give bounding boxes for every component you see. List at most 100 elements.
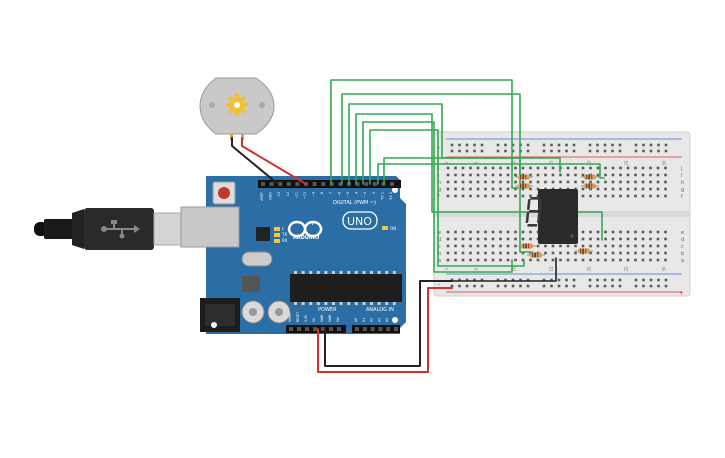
chip-pin <box>301 302 305 305</box>
chip-pin <box>324 271 328 274</box>
breadboard-hole <box>476 251 480 255</box>
breadboard-hole <box>619 258 622 262</box>
header-pin-hole <box>390 182 394 186</box>
breadboard-hole <box>461 173 465 177</box>
breadboard-hole <box>626 258 630 262</box>
usb-icon <box>101 220 140 239</box>
breadboard-hole <box>626 166 630 170</box>
digital-pin-label: 13 <box>277 192 281 196</box>
rail-hole <box>465 143 469 147</box>
wire-segment-g <box>377 163 605 185</box>
resistor-band <box>522 174 524 180</box>
rail-hole <box>649 143 653 147</box>
breadboard-hole <box>641 244 645 248</box>
header-pin-hole <box>394 327 398 331</box>
breadboard-hole <box>514 180 517 184</box>
wire-segment-f <box>369 129 525 267</box>
breadboard-hole <box>454 230 457 234</box>
breadboard-hole <box>559 180 562 184</box>
breadboard-hole <box>484 230 487 234</box>
rail-hole <box>596 149 599 153</box>
breadboard-hole <box>604 230 607 234</box>
rail-hole <box>572 149 576 153</box>
resistor-band <box>588 174 590 180</box>
row-letter: f <box>681 194 683 200</box>
column-number: 1 <box>444 267 449 270</box>
breadboard-hole <box>656 237 660 241</box>
breadboard-hole <box>446 244 450 248</box>
column-number: 10 <box>512 266 517 272</box>
breadboard-hole <box>514 251 517 255</box>
breadboard-hole <box>476 230 480 234</box>
rail-hole <box>642 143 645 147</box>
breadboard-hole <box>604 166 607 170</box>
breadboard-hole <box>521 230 525 234</box>
breadboard-hole <box>641 237 645 241</box>
rail-hole <box>519 278 522 282</box>
wires <box>231 79 605 373</box>
breadboard-hole <box>506 187 510 191</box>
rail-hole <box>634 284 638 288</box>
breadboard-hole <box>581 173 585 177</box>
breadboard-hole <box>506 194 510 198</box>
gear-tooth <box>227 95 235 103</box>
column-number: 5 <box>474 267 479 270</box>
breadboard-hole <box>596 194 600 198</box>
breadboard-hole <box>589 251 592 255</box>
breadboard-hole <box>521 258 525 262</box>
chip-pin <box>347 302 351 305</box>
usb-plug-metal <box>153 212 183 246</box>
motor-terminal <box>241 134 244 140</box>
rail-hole <box>465 284 469 288</box>
led-rx-label: RX <box>282 238 288 243</box>
column-number: 25 <box>624 160 629 166</box>
breadboard-hole <box>491 166 495 170</box>
power-pin-label: 5V <box>312 317 316 322</box>
rail-hole <box>550 149 553 153</box>
breadboard-hole <box>634 194 637 198</box>
breadboard-hole <box>656 244 660 248</box>
rail-minus-label: - <box>438 144 440 151</box>
breadboard-hole <box>596 244 600 248</box>
chip-pin <box>370 271 373 274</box>
breadboard-hole <box>656 166 660 170</box>
header-pin-hole <box>269 182 274 186</box>
breadboard-hole <box>574 166 577 170</box>
rail-hole <box>542 143 546 147</box>
breadboard-hole <box>484 180 487 184</box>
model-label: UNO <box>347 215 372 228</box>
breadboard-hole <box>634 187 637 191</box>
resistor <box>518 243 536 249</box>
breadboard-hole <box>649 230 652 234</box>
breadboard-hole <box>506 244 510 248</box>
breadboard-hole <box>551 173 555 177</box>
breadboard-hole <box>581 166 585 170</box>
breadboard-hole <box>446 251 450 255</box>
rail-hole <box>557 284 561 288</box>
usb-strain-relief <box>72 209 84 249</box>
breadboard-hole <box>566 166 570 170</box>
row-letter: e <box>681 230 684 236</box>
resistor <box>581 183 599 189</box>
chip-pin <box>392 271 396 274</box>
led-rx <box>274 239 280 243</box>
breadboard-hole <box>559 251 562 255</box>
breadboard-hole <box>604 258 607 262</box>
breadboard-hole <box>484 237 487 241</box>
segment <box>537 212 541 223</box>
reset-button[interactable] <box>218 187 230 199</box>
breadboard-hole <box>476 258 480 262</box>
breadboard-hole <box>566 258 570 262</box>
breadboard-hole <box>499 173 502 177</box>
wire-segment-b <box>341 93 533 253</box>
rail-hole <box>496 284 500 288</box>
rail-hole <box>588 149 592 153</box>
rail-hole <box>642 284 645 288</box>
segment <box>530 197 541 200</box>
breadboard-hole <box>529 251 532 255</box>
row-letter: c <box>681 244 684 250</box>
wire-segment-e <box>362 121 513 273</box>
rail-hole <box>611 149 614 153</box>
rail-hole <box>664 143 668 147</box>
breadboard-hole <box>664 230 667 234</box>
